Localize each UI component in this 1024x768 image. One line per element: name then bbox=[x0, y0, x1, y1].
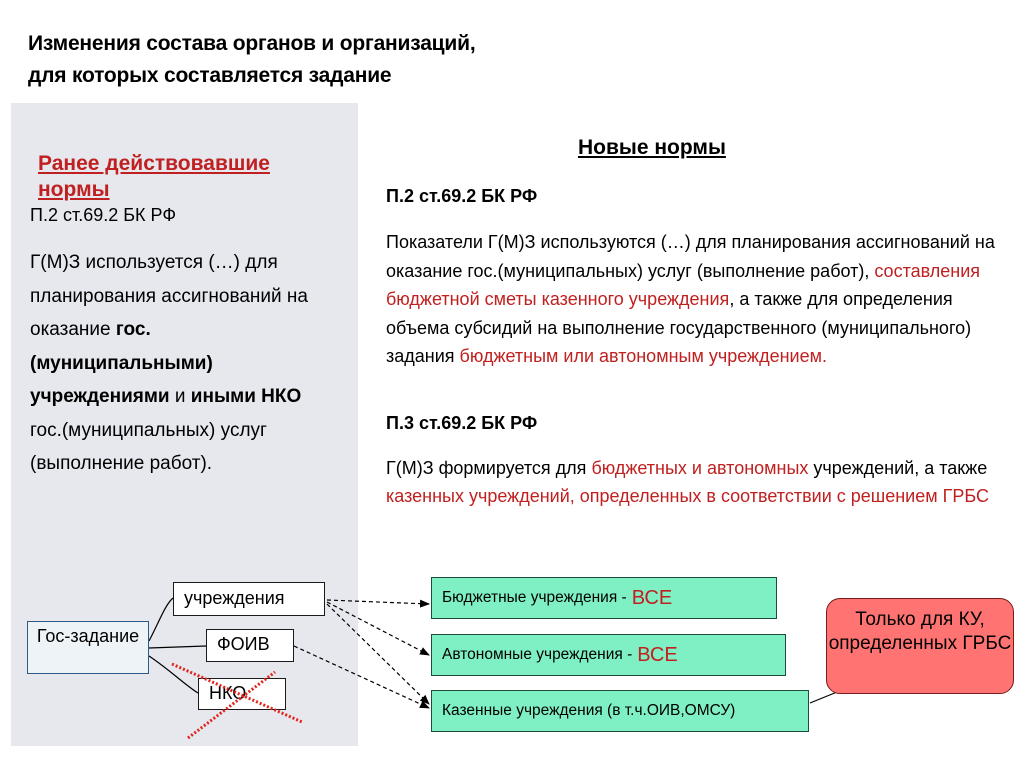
gos-zadanie-box: Гос-задание bbox=[27, 621, 149, 674]
budget-value: ВСЕ bbox=[631, 586, 673, 609]
new-norms-paragraph-2: Г(М)З формируется для бюджетных и автоно… bbox=[386, 455, 1006, 510]
state-institutions-box: Казенные учреждения (в т.ч.ОИВ,ОМСУ) bbox=[431, 690, 809, 732]
p1-text: , а также для определения объема субсиди… bbox=[386, 289, 972, 366]
title-line-2: для которых составляется задание bbox=[28, 64, 392, 87]
p1-highlight: составления бюджетной сметы казенного уч… bbox=[386, 260, 981, 310]
old-norms-reference: П.2 ст.69.2 БК РФ bbox=[30, 205, 177, 225]
p2-text: учреждений, а также bbox=[808, 458, 988, 478]
p2-highlight: бюджетных и автономных bbox=[591, 458, 809, 478]
p2-text: Г(М)З формируется для bbox=[386, 458, 592, 478]
old-norms-heading: Ранее действовавшие нормы bbox=[38, 152, 270, 201]
institutions-box: учреждения bbox=[173, 582, 325, 616]
old-text-part: Г(М)З используется (…) для планирования … bbox=[30, 252, 308, 340]
old-text-part: и bbox=[169, 386, 191, 407]
autonomous-label: Автономные учреждения - bbox=[442, 646, 633, 663]
connector-gz-institutions bbox=[148, 597, 174, 642]
p1-text: Показатели Г(М)З используются (…) для пл… bbox=[386, 232, 995, 281]
p1-highlight: бюджетным или автономным учреждением. bbox=[459, 346, 827, 366]
foiv-box: ФОИВ bbox=[206, 629, 294, 662]
arrow-to-autonomous bbox=[326, 601, 430, 656]
old-text-bold: гос.(муниципальными) учреждениями bbox=[30, 319, 213, 407]
state-label: Казенные учреждения (в т.ч.ОИВ,ОМСУ) bbox=[442, 702, 736, 719]
slide-title: Изменения состава органов и организаций,… bbox=[28, 28, 748, 92]
connector-gz-foiv bbox=[148, 645, 207, 649]
new-norms-reference-1: П.2 ст.69.2 БК РФ bbox=[386, 186, 538, 206]
arrow-foiv-to-state bbox=[293, 645, 430, 709]
new-norms-paragraph-1: Показатели Г(М)З используются (…) для пл… bbox=[386, 228, 1006, 371]
callout-note: Только для КУ, определенных ГРБС bbox=[826, 598, 1014, 694]
old-text-part: гос.(муниципальных) услуг (выполнение ра… bbox=[30, 419, 267, 475]
autonomous-value: ВСЕ bbox=[637, 643, 678, 666]
budget-label: Бюджетные учреждения - bbox=[442, 589, 627, 606]
p2-highlight: казенных учреждений, определенных в соот… bbox=[386, 485, 989, 506]
old-text-bold: иными НКО bbox=[190, 386, 302, 407]
new-norms-reference-2: П.3 ст.69.2 БК РФ bbox=[386, 413, 538, 433]
arrow-inst-to-state bbox=[326, 603, 430, 705]
arrow-to-budget bbox=[326, 599, 430, 608]
old-norms-text: Г(М)З используется (…) для планирования … bbox=[30, 246, 320, 481]
budget-institutions-box: Бюджетные учреждения - ВСЕ bbox=[431, 577, 777, 619]
new-norms-heading: Новые нормы bbox=[578, 136, 726, 159]
title-line-1: Изменения состава органов и организаций, bbox=[28, 32, 476, 55]
connector-gz-nko bbox=[148, 655, 199, 694]
autonomous-institutions-box: Автономные учреждения - ВСЕ bbox=[431, 634, 786, 676]
